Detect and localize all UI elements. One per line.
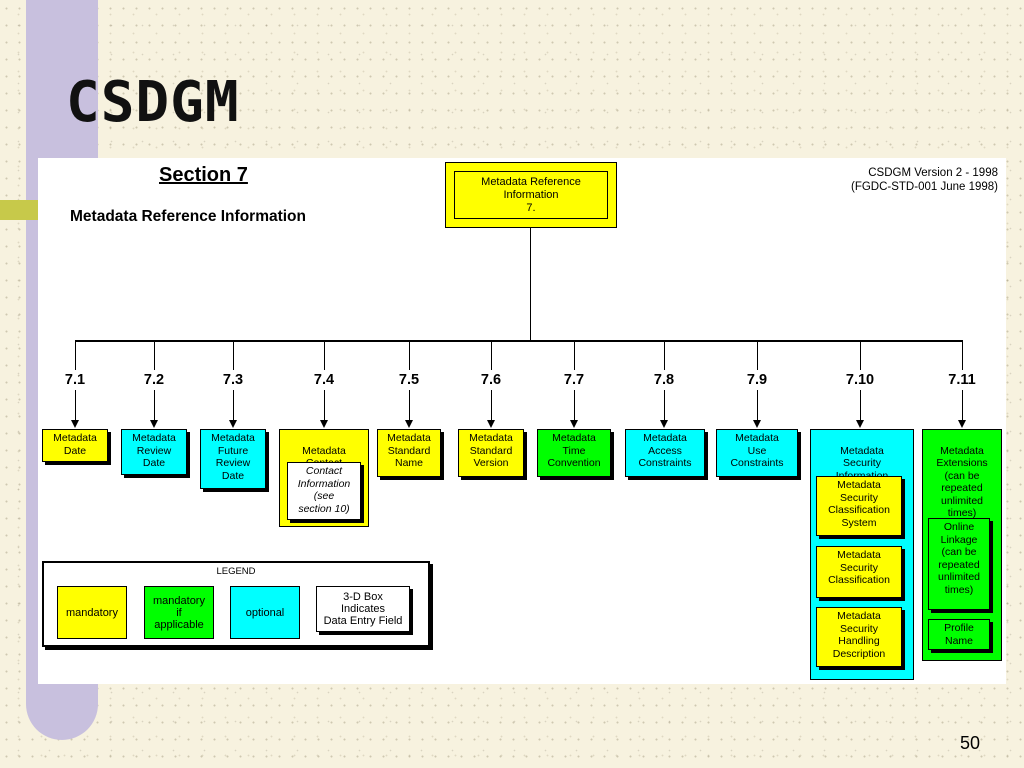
child-number-7-2: 7.2 (143, 372, 165, 388)
metadata-reference-diagram: Section 7 Metadata Reference Information… (38, 158, 1006, 684)
legend-3d-box: 3-D Box Indicates Data Entry Field (316, 586, 410, 632)
child-number-7-11: 7.11 (948, 372, 976, 388)
version-note: CSDGM Version 2 - 1998 (FGDC-STD-001 Jun… (851, 166, 998, 194)
section-subheading: Metadata Reference Information (70, 208, 306, 225)
section-heading: Section 7 (159, 164, 248, 186)
stem-7-10 (860, 340, 861, 370)
arrowhead-7-8 (660, 420, 668, 428)
arrowhead-7-5 (405, 420, 413, 428)
node-contact-information: Contact Information (see section 10) (287, 462, 361, 520)
arrow-shaft-7-11 (962, 390, 963, 420)
node-security-classification-system: Metadata Security Classification System (816, 476, 902, 536)
arrow-shaft-7-8 (664, 390, 665, 420)
stem-7-5 (409, 340, 410, 370)
child-number-7-5: 7.5 (398, 372, 420, 388)
node-metadata-time-convention: Metadata Time Convention (537, 429, 611, 477)
root-node-label: Metadata Reference Information 7. (454, 171, 608, 219)
root-node-metadata-reference-information: Metadata Reference Information 7. (445, 162, 617, 228)
version-line-1: CSDGM Version 2 - 1998 (868, 167, 998, 179)
arrow-shaft-7-4 (324, 390, 325, 420)
arrow-shaft-7-3 (233, 390, 234, 420)
page-number: 50 (959, 733, 980, 753)
stem-7-7 (574, 340, 575, 370)
child-number-7-4: 7.4 (313, 372, 335, 388)
legend-title: LEGEND (216, 566, 256, 577)
node-metadata-standard-name: Metadata Standard Name (377, 429, 441, 477)
child-number-7-1: 7.1 (64, 372, 86, 388)
root-connector (530, 228, 531, 340)
legend-mandatory-if-applicable: mandatory if applicable (144, 586, 214, 639)
arrow-shaft-7-9 (757, 390, 758, 420)
node-metadata-security-information: Metadata Security Information Metadata S… (810, 429, 914, 680)
node-metadata-future-review-date: Metadata Future Review Date (200, 429, 266, 489)
child-number-7-9: 7.9 (746, 372, 768, 388)
stem-7-3 (233, 340, 234, 370)
node-metadata-use-constraints: Metadata Use Constraints (716, 429, 798, 477)
branch-line (75, 340, 963, 342)
node-security-handling-description: Metadata Security Handling Description (816, 607, 902, 667)
node-online-linkage: Online Linkage (can be repeated unlimite… (928, 518, 990, 610)
arrowhead-7-7 (570, 420, 578, 428)
arrowhead-7-4 (320, 420, 328, 428)
node-metadata-contact: Metadata Contact Contact Information (se… (279, 429, 369, 527)
stem-7-9 (757, 340, 758, 370)
node-metadata-date: Metadata Date (42, 429, 108, 462)
arrow-shaft-7-5 (409, 390, 410, 420)
stem-7-1 (75, 340, 76, 370)
legend-mandatory: mandatory (57, 586, 127, 639)
arrowhead-7-9 (753, 420, 761, 428)
arrowhead-7-3 (229, 420, 237, 428)
stem-7-11 (962, 340, 963, 370)
stem-7-6 (491, 340, 492, 370)
arrow-shaft-7-2 (154, 390, 155, 420)
legend: LEGEND mandatory mandatory if applicable… (42, 561, 430, 647)
arrowhead-7-2 (150, 420, 158, 428)
child-number-7-8: 7.8 (653, 372, 675, 388)
child-number-7-7: 7.7 (563, 372, 585, 388)
arrowhead-7-11 (958, 420, 966, 428)
arrowhead-7-6 (487, 420, 495, 428)
legend-optional: optional (230, 586, 300, 639)
stem-7-2 (154, 340, 155, 370)
child-number-7-10: 7.10 (845, 372, 875, 388)
stem-7-8 (664, 340, 665, 370)
version-line-2: (FGDC-STD-001 June 1998) (851, 181, 998, 193)
arrow-shaft-7-6 (491, 390, 492, 420)
node-metadata-extensions-label: Metadata Extensions (can be repeated unl… (936, 444, 988, 520)
slide-title: CSDGM (66, 70, 240, 135)
decorative-left-tab (0, 200, 44, 220)
child-number-7-6: 7.6 (480, 372, 502, 388)
node-security-classification: Metadata Security Classification (816, 546, 902, 598)
arrow-shaft-7-1 (75, 390, 76, 420)
arrow-shaft-7-10 (860, 390, 861, 420)
node-metadata-standard-version: Metadata Standard Version (458, 429, 524, 477)
arrowhead-7-10 (856, 420, 864, 428)
child-number-7-3: 7.3 (222, 372, 244, 388)
arrowhead-7-1 (71, 420, 79, 428)
arrow-shaft-7-7 (574, 390, 575, 420)
node-metadata-review-date: Metadata Review Date (121, 429, 187, 475)
node-metadata-access-constraints: Metadata Access Constraints (625, 429, 705, 477)
node-profile-name: Profile Name (928, 619, 990, 650)
stem-7-4 (324, 340, 325, 370)
node-metadata-extensions: Metadata Extensions (can be repeated unl… (922, 429, 1002, 661)
